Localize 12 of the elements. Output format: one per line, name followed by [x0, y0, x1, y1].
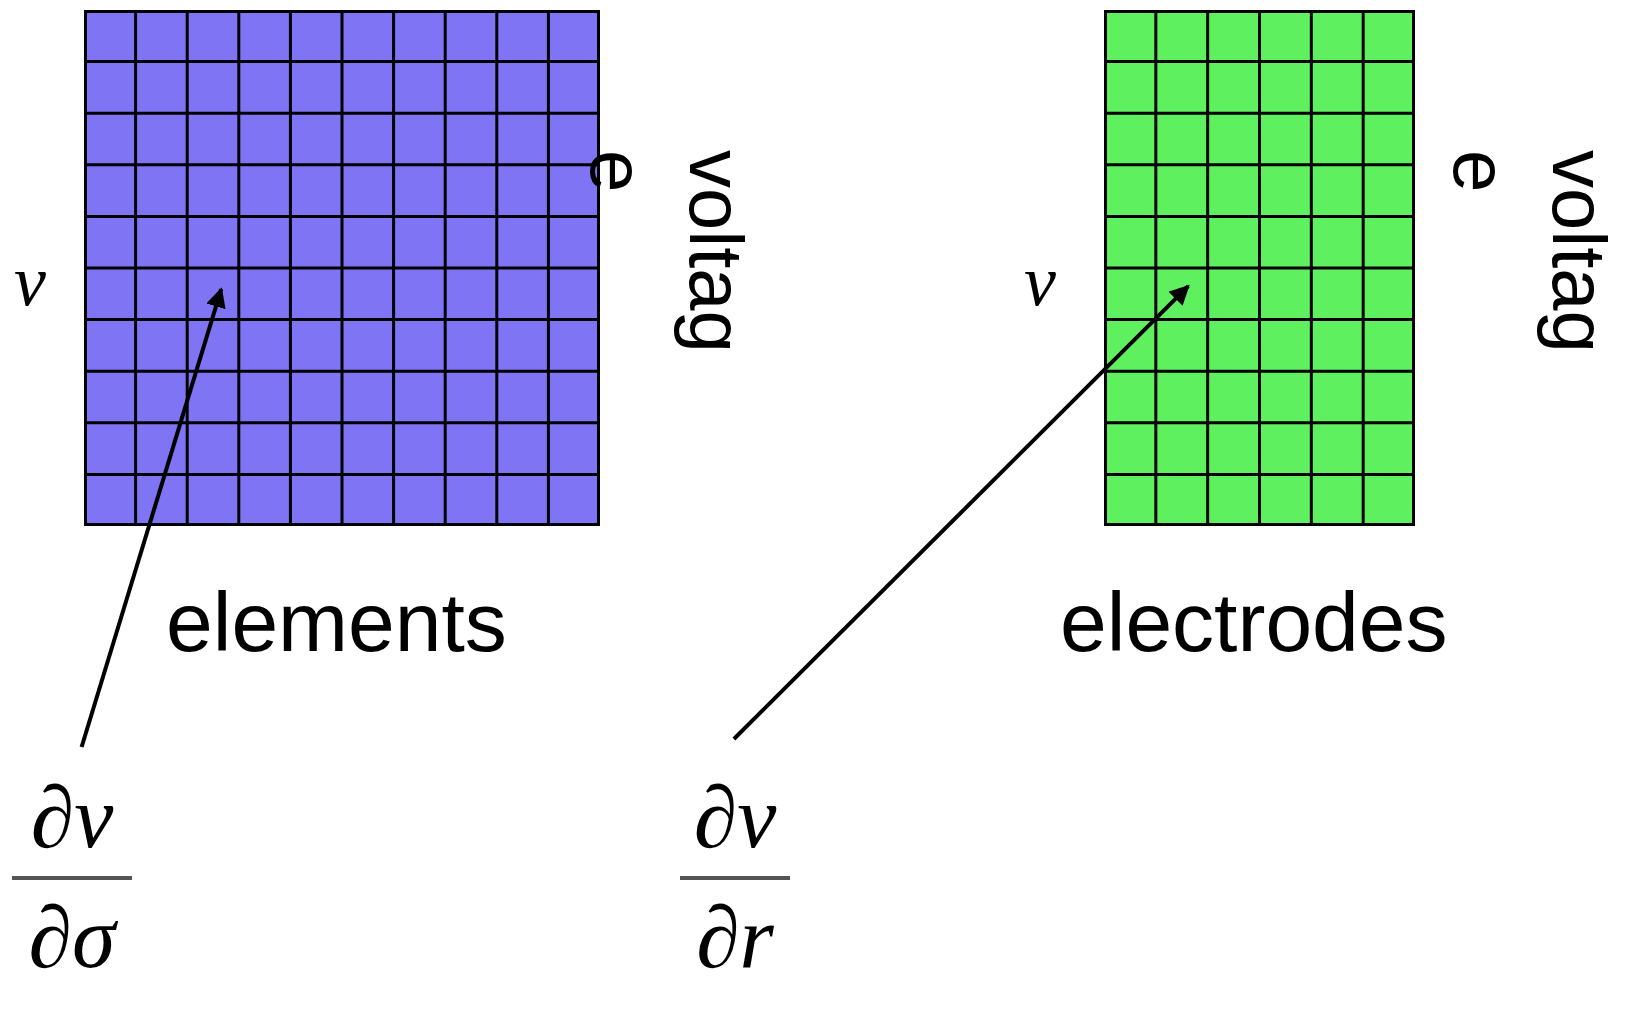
grid-mesh [1104, 10, 1415, 526]
axis-label: elements [166, 580, 507, 664]
leader-arrow [79, 287, 226, 748]
variable-label: v [14, 245, 46, 317]
axis-label: voltage [1437, 150, 1623, 355]
denominator: ∂σ [28, 890, 116, 986]
leader-arrow [732, 284, 1190, 741]
numerator: ∂v [693, 770, 777, 866]
numerator: ∂v [30, 770, 114, 866]
axis-label: electrodes [1060, 580, 1448, 664]
variable-label: v [1024, 245, 1056, 317]
denominator: ∂r [696, 890, 774, 986]
